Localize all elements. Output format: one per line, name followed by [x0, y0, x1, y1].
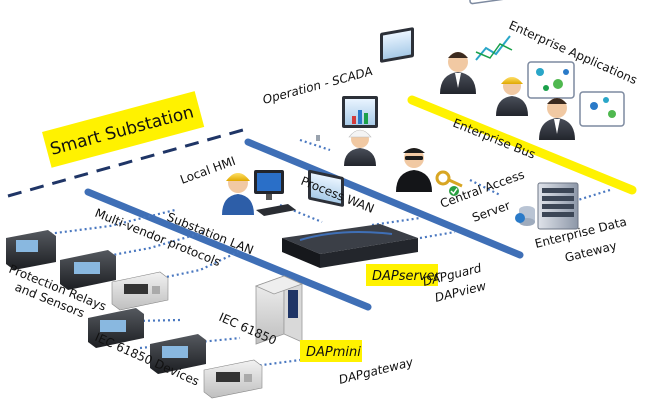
dapmini-prefix: DAP — [306, 345, 333, 360]
enterprise-bus-label: Enterprise Bus — [451, 116, 538, 162]
enterprise-data-gateway-label-2: Gateway — [563, 239, 618, 265]
dapserver-label: DAPserver — [366, 264, 442, 286]
key-icon — [435, 170, 463, 196]
dapmini-label: DAPmini — [300, 340, 362, 362]
svg-text:DAPserver: DAPserver — [372, 269, 442, 284]
server-rack-icon — [515, 182, 579, 230]
dapserver-suffix: server — [399, 269, 442, 284]
engineer-icon — [344, 129, 376, 166]
relay-device-icon — [111, 271, 169, 311]
dapserver-prefix: DAP — [372, 269, 399, 284]
dapmini-suffix: mini — [333, 345, 362, 360]
dapserver-device — [282, 224, 418, 268]
relay-device-icon — [88, 308, 144, 348]
monitor-icon — [342, 96, 378, 128]
engineer-icon — [222, 173, 254, 215]
chart-screen-icon — [579, 91, 625, 127]
dapview-label: DAPview — [433, 279, 487, 305]
smart-substation-label: Smart Substation — [42, 91, 205, 168]
process-wan-line — [244, 138, 524, 259]
chart-screen-icon — [527, 61, 575, 99]
monitor-icon — [308, 135, 344, 207]
svg-text:DAPmini: DAPmini — [306, 345, 361, 360]
scada-monitors — [308, 27, 414, 207]
substation-lan-line — [84, 188, 372, 311]
engineer-icon — [496, 77, 528, 116]
businessman-icon — [440, 52, 476, 94]
relay-device-icon — [150, 334, 206, 374]
businessman-icon — [539, 98, 575, 140]
relay-device-icon — [203, 359, 263, 399]
security-guard-icon — [396, 148, 432, 192]
relay-device-icon — [6, 230, 56, 270]
enterprise-bus-line — [407, 95, 637, 195]
monitor-icon — [254, 170, 296, 216]
chart-screen-icon — [469, 0, 519, 61]
dapmini-device — [254, 275, 304, 345]
monitor-icon — [380, 27, 414, 63]
relay-device-icon — [60, 250, 116, 290]
central-access-server-label-2: Server — [470, 198, 512, 225]
smart-substation-boundary — [7, 126, 251, 198]
